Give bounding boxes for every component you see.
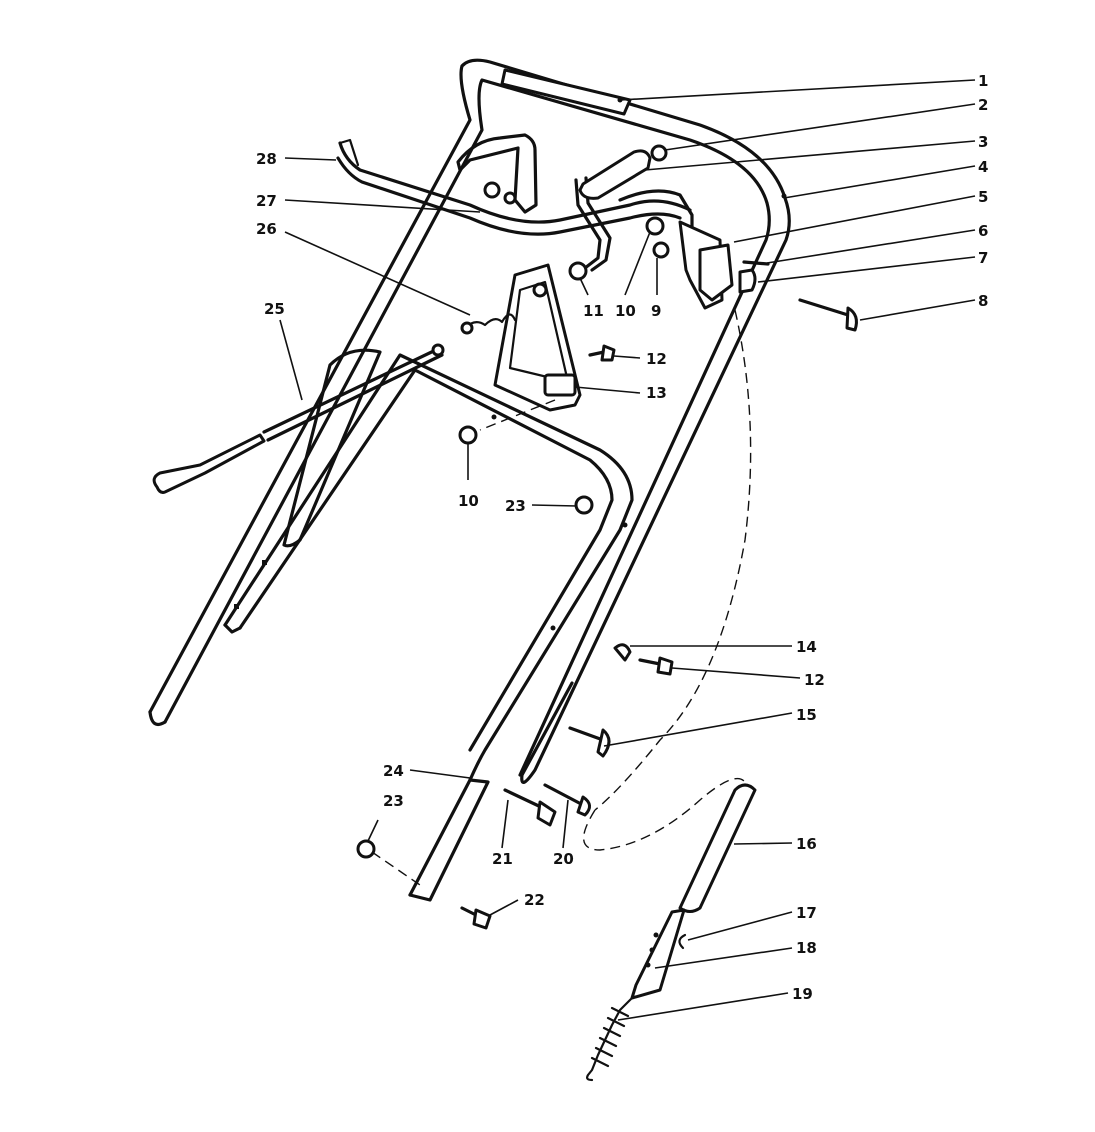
- operating-rod: [574, 149, 694, 272]
- control-bail: [336, 138, 692, 236]
- callout-26: 26: [256, 220, 277, 238]
- callout-9: 9: [651, 302, 661, 320]
- callout-24: 24: [383, 762, 404, 780]
- control-cable: [371, 309, 752, 886]
- callout-14: 14: [796, 638, 817, 656]
- callout-4: 4: [978, 158, 988, 176]
- shroud-plate: [282, 348, 382, 548]
- fastener-group-upper: [568, 144, 770, 310]
- callout-16: 16: [796, 835, 817, 853]
- throttle-rod: [152, 313, 517, 494]
- spring-assembly: [586, 783, 757, 1082]
- callout-13: 13: [646, 384, 667, 402]
- callout-17: 17: [796, 904, 817, 922]
- callout-10-upper: 10: [615, 302, 636, 320]
- callout-5: 5: [978, 188, 988, 206]
- callout-21: 21: [492, 850, 513, 868]
- bolts: [460, 298, 858, 930]
- control-housing: [493, 263, 582, 412]
- lower-handle: [223, 353, 634, 902]
- callout-11: 11: [583, 302, 604, 320]
- callout-19: 19: [792, 985, 813, 1003]
- callouts: 1 2 3 4 5 6 7 8 9 10 11 12 13 10 28 27 2…: [256, 72, 988, 1003]
- callout-23-lower: 23: [383, 792, 404, 810]
- callout-8: 8: [978, 292, 988, 310]
- callout-10-lower: 10: [458, 492, 479, 510]
- callout-20: 20: [553, 850, 574, 868]
- callout-2: 2: [978, 96, 988, 114]
- leader-lines: [279, 79, 976, 1021]
- lock-nuts: [356, 425, 632, 859]
- callout-25: 25: [264, 300, 285, 318]
- upper-handle: [148, 58, 791, 784]
- callout-7: 7: [978, 249, 988, 267]
- callout-22: 22: [524, 891, 545, 909]
- callout-1: 1: [978, 72, 988, 90]
- clutch-bracket: [456, 133, 538, 214]
- callout-6: 6: [978, 222, 988, 240]
- callout-3: 3: [978, 133, 988, 151]
- callout-18: 18: [796, 939, 817, 957]
- callout-12-upper: 12: [646, 350, 667, 368]
- callout-28: 28: [256, 150, 277, 168]
- callout-15: 15: [796, 706, 817, 724]
- callout-12-lower: 12: [804, 671, 825, 689]
- callout-27: 27: [256, 192, 277, 210]
- callout-23-upper: 23: [505, 497, 526, 515]
